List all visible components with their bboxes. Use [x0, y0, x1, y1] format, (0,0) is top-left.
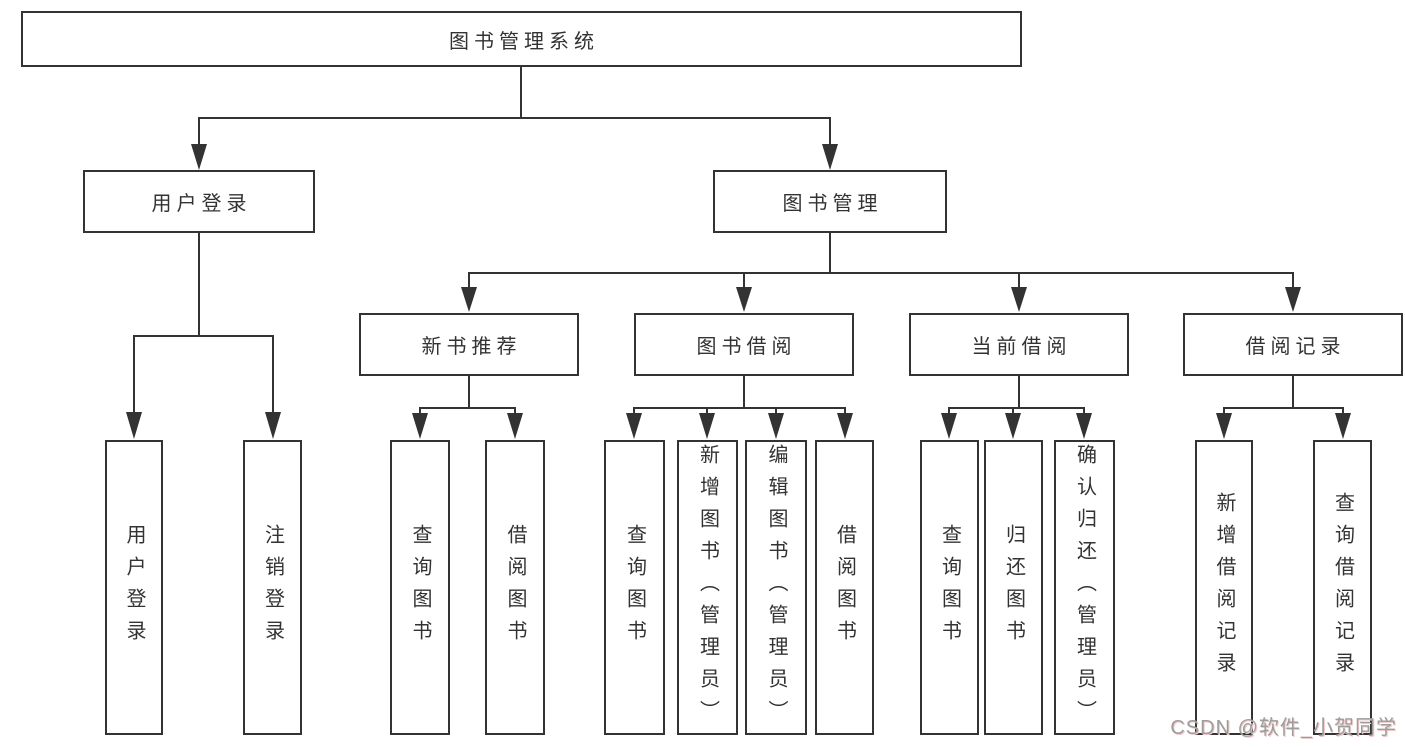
- leaf-logout-login: 注销登录: [243, 440, 302, 735]
- arrow-down: [822, 144, 838, 170]
- node-new-book-rec: 新书推荐: [359, 313, 579, 376]
- arrow-down: [736, 287, 752, 312]
- arrow-down: [941, 413, 957, 439]
- connector-bookmgmt-to-level3: [461, 233, 1301, 312]
- node-user-login: 用户登录: [83, 170, 315, 233]
- connector-newbookrec-to-leaves: [412, 376, 523, 439]
- arrow-down: [265, 412, 281, 439]
- leaf-add-book-admin: 新增图书（管理员）: [677, 440, 738, 735]
- arrow-down: [1216, 413, 1232, 439]
- arrow-down: [191, 144, 207, 170]
- node-book-mgmt: 图书管理: [713, 170, 947, 233]
- leaf-add-borrow-record: 新增借阅记录: [1195, 440, 1253, 735]
- arrow-down: [412, 413, 428, 439]
- leaf-query-borrow-record: 查询借阅记录: [1313, 440, 1372, 735]
- leaf-user-login: 用户登录: [105, 440, 163, 735]
- connector-bookborrow-to-leaves: [626, 376, 853, 439]
- arrow-down: [507, 413, 523, 439]
- leaf-edit-book-admin: 编辑图书（管理员）: [745, 440, 807, 735]
- node-root: 图书管理系统: [21, 11, 1022, 67]
- leaf-query-book-rec: 查询图书: [390, 440, 450, 735]
- connector-root-to-level2: [191, 67, 838, 170]
- connector-borrowrecord-to-leaves: [1216, 376, 1351, 439]
- node-borrow-record: 借阅记录: [1183, 313, 1403, 376]
- arrow-down: [461, 287, 477, 312]
- arrow-down: [126, 412, 142, 439]
- arrow-down: [1285, 287, 1301, 312]
- leaf-query-book-current: 查询图书: [920, 440, 979, 735]
- node-current-borrow: 当前借阅: [909, 313, 1129, 376]
- arrow-down: [768, 413, 784, 439]
- leaf-borrow-book: 借阅图书: [815, 440, 874, 735]
- node-book-borrow: 图书借阅: [634, 313, 854, 376]
- csdn-watermark: CSDN @软件_小贺同学: [1170, 717, 1397, 739]
- connector-currentborrow-to-leaves: [941, 376, 1092, 439]
- leaf-confirm-return-admin: 确认归还（管理员）: [1054, 440, 1115, 735]
- arrow-down: [1335, 413, 1351, 439]
- arrow-down: [1076, 413, 1092, 439]
- connector-userlogin-to-leaves: [126, 233, 281, 439]
- leaf-borrow-book-rec: 借阅图书: [485, 440, 545, 735]
- leaf-return-book: 归还图书: [984, 440, 1043, 735]
- arrow-down: [1011, 287, 1027, 312]
- arrow-down: [699, 413, 715, 439]
- arrow-down: [626, 413, 642, 439]
- arrow-down: [1005, 413, 1021, 439]
- leaf-query-book-borrow: 查询图书: [604, 440, 665, 735]
- arrow-down: [837, 413, 853, 439]
